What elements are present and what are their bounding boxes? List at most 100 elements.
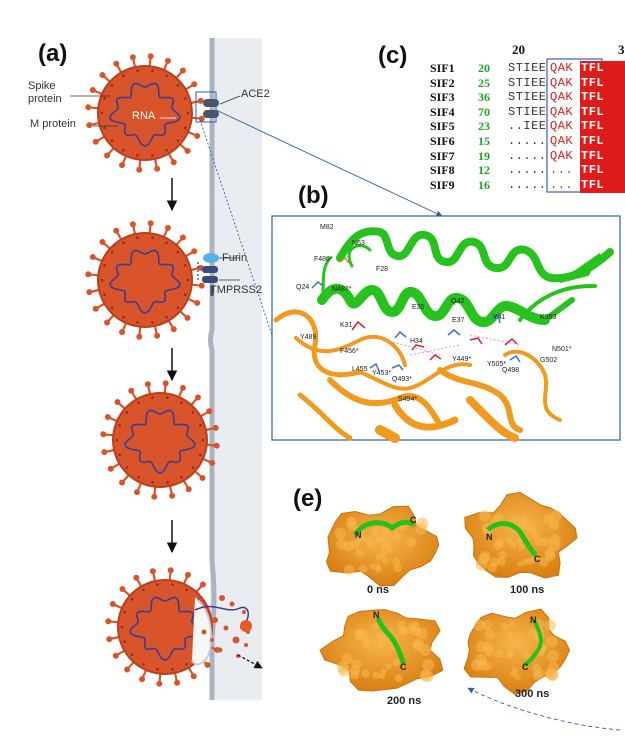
m-protein-dot	[122, 241, 125, 245]
spike-head	[164, 57, 171, 64]
surface-bump	[531, 663, 542, 674]
surface-bump	[528, 628, 537, 638]
sequence-similar: QAK	[550, 119, 574, 134]
sequence-unconserved: STIEE	[508, 61, 547, 75]
residue-label: N501*	[552, 346, 572, 353]
residue-label: M82	[320, 224, 334, 231]
surface-bump	[394, 673, 403, 682]
c-label-100: C	[534, 554, 541, 564]
surface-bump	[381, 527, 388, 534]
spike-head	[86, 289, 93, 296]
furin-label: Furin	[222, 252, 248, 264]
spike-head	[191, 248, 198, 255]
helix-ribbons	[317, 227, 614, 327]
residue-label: Q42	[451, 298, 465, 305]
spike-head	[139, 676, 146, 683]
rna-strand	[129, 596, 201, 662]
m-protein-dot	[151, 154, 154, 157]
spike-head	[136, 166, 143, 173]
surface-bump	[369, 562, 377, 570]
spike-head	[198, 115, 205, 122]
surface-bump	[511, 516, 518, 524]
viral-fragment	[223, 625, 229, 631]
m-protein-dot	[125, 466, 129, 469]
m-protein-dot	[110, 251, 114, 254]
surface-bump	[507, 650, 514, 657]
residue-label: F456*	[340, 348, 359, 355]
viral-fragment	[242, 610, 246, 614]
spike-protein-label: Spike protein	[28, 80, 62, 106]
surface-bump	[415, 523, 427, 535]
spike-head	[167, 567, 174, 574]
tmprss2-icon	[202, 266, 218, 296]
panel-e-label: (e)	[293, 485, 323, 512]
sequence-similar: QAK	[550, 61, 574, 75]
released-rna	[194, 605, 249, 629]
spike-head	[99, 72, 106, 79]
m-protein-dot	[165, 315, 168, 319]
surface-bump	[336, 660, 349, 673]
surface-bump	[366, 540, 375, 548]
sequence-start: 70	[478, 104, 490, 119]
surface-bump	[478, 510, 491, 522]
residue-label: Y41	[493, 314, 506, 321]
alignment-header-pos1: 20	[512, 42, 525, 57]
surface-bump	[355, 548, 365, 557]
surface-bump	[544, 550, 556, 562]
residue-label: S494*	[398, 396, 418, 403]
surface-bump	[547, 650, 560, 662]
virus-2	[85, 220, 205, 340]
spike-head	[204, 661, 211, 668]
sequence-unconserved: .....	[508, 134, 547, 148]
residue-label: H34	[410, 338, 423, 345]
m-protein-dot	[142, 588, 145, 592]
n-label-0: N	[355, 530, 362, 540]
sequence-similar: QAK	[550, 134, 574, 148]
n-label-300: N	[530, 615, 537, 625]
spike-head	[104, 152, 111, 159]
virus-envelope	[112, 392, 208, 488]
m-protein-dot	[184, 263, 187, 267]
m-protein-dot	[115, 438, 119, 442]
surface-bump	[534, 537, 543, 546]
surface-bump	[380, 550, 387, 558]
sequence-start: 15	[478, 134, 490, 148]
m-protein-dot	[103, 293, 106, 297]
sequence-similar: QAK	[550, 90, 574, 105]
sequence-identical: TFL	[580, 61, 625, 76]
surface-bump	[501, 622, 510, 631]
residue-label: E37	[452, 317, 465, 324]
m-protein-dot	[122, 148, 125, 152]
residue-label: K31	[340, 322, 353, 329]
surface-bump	[377, 641, 385, 649]
m-protein-dot	[191, 466, 195, 469]
spike-head	[104, 414, 111, 421]
surface-bump	[484, 629, 495, 639]
surface-bump	[397, 626, 406, 635]
snapshot-100ns	[464, 491, 578, 579]
spike-head	[184, 147, 191, 154]
surface-bump	[478, 553, 490, 565]
cell-region	[208, 38, 262, 700]
surface-bump	[507, 632, 515, 639]
surface-bump	[419, 644, 432, 657]
spike-head	[112, 652, 119, 659]
m-protein-dot	[136, 321, 139, 324]
m-protein-dot	[199, 423, 202, 427]
m-protein-dot	[185, 662, 188, 666]
m-protein-dot	[176, 306, 180, 309]
virus-4	[105, 567, 221, 687]
sequence-start: 25	[478, 75, 490, 90]
surface-bump	[531, 530, 540, 539]
sequence-unconserved: STIEE	[508, 104, 547, 119]
surface-bump	[346, 516, 357, 527]
spike-head	[147, 53, 154, 60]
spike-head	[133, 574, 140, 581]
surface-bump	[494, 512, 504, 522]
viral-fragment	[229, 601, 235, 607]
viral-fragment	[217, 647, 223, 653]
m-protein-dot	[151, 321, 154, 324]
rna-strand	[124, 409, 196, 475]
sequence-name: SIF9	[430, 177, 455, 192]
spike-head	[86, 122, 93, 129]
